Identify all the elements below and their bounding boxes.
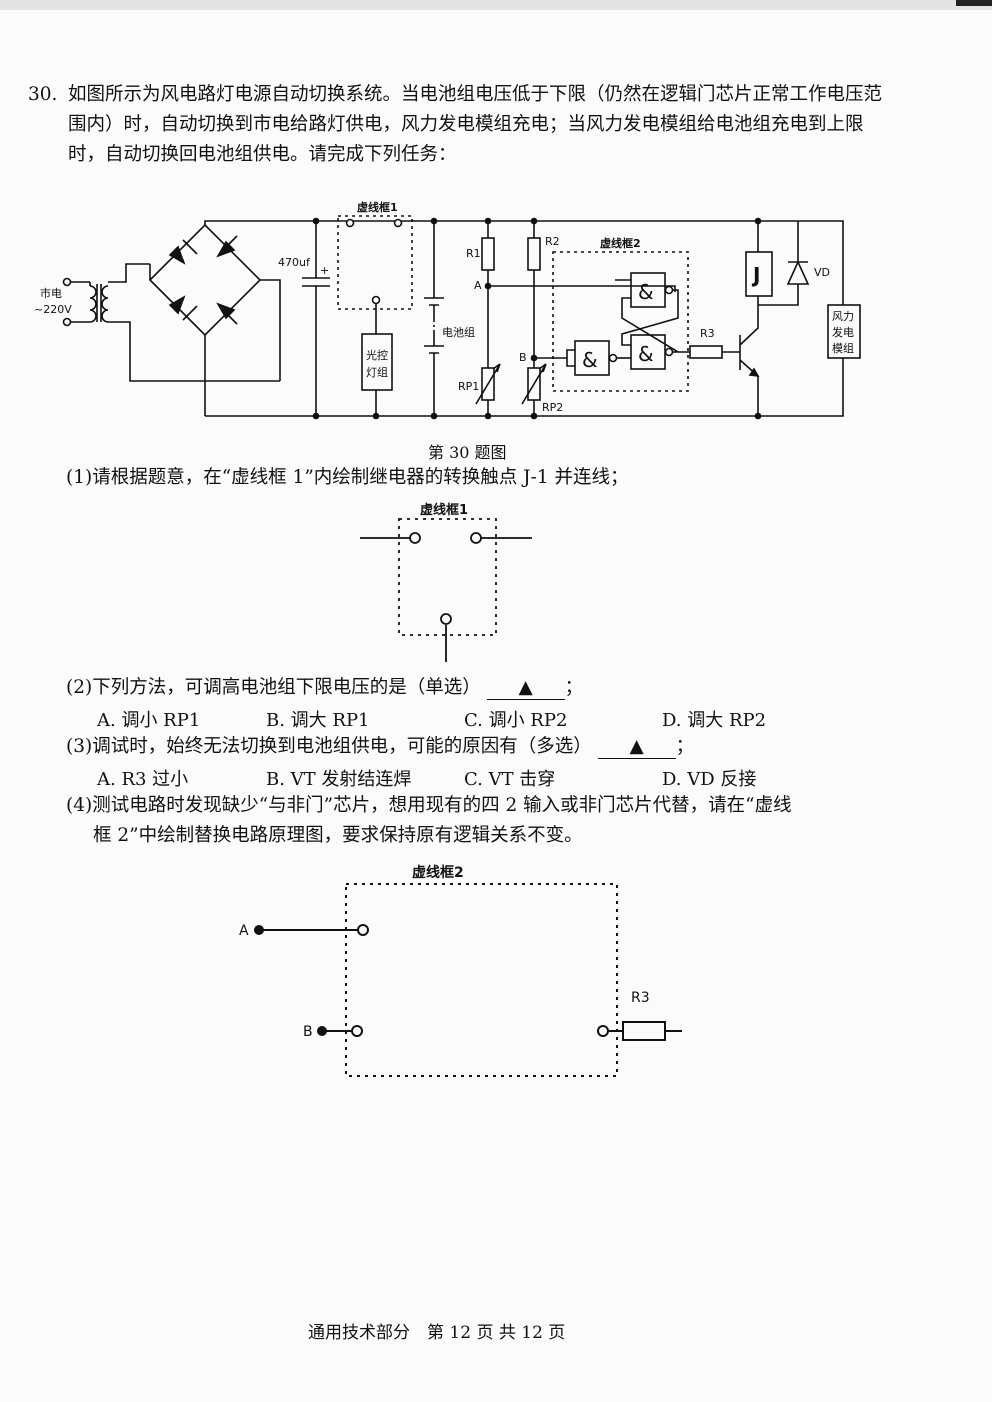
- label-r2: R2: [545, 235, 560, 248]
- part3-option-d: D. VD 反接: [662, 769, 757, 790]
- part4-label-a: A: [239, 923, 249, 939]
- diode-vd: [786, 260, 810, 285]
- label-wind-1: 风力: [832, 310, 854, 323]
- dashed-box-2: [552, 251, 689, 392]
- label-light-1: 光控: [366, 348, 388, 362]
- label-gate-2: &: [638, 342, 654, 366]
- relay-coil-j: [745, 251, 773, 297]
- part3-option-b: B. VT 发射结连焊: [266, 769, 412, 790]
- figure-caption: 第 30 题图: [428, 443, 507, 462]
- part1-text: (1)请根据题意，在“虚线框 1”内绘制继电器的转换触点 J-1 并连线；: [66, 467, 629, 488]
- label-rp1: RP1: [458, 380, 479, 393]
- label-b: B: [519, 351, 527, 364]
- part2-answer-blank[interactable]: ▲: [486, 677, 565, 700]
- transistor-vt: [739, 305, 760, 416]
- transformer-symbol: [62, 263, 280, 382]
- label-gate-3: &: [582, 348, 598, 372]
- part3-text: (3)调试时，始终无法切换到电池组供电，可能的原因有（多选）: [66, 736, 592, 757]
- dashed-box-1: [337, 215, 413, 310]
- part4-r3-resistor: [622, 1021, 666, 1041]
- label-mains: 市电: [40, 286, 62, 300]
- battery-symbol: [424, 221, 444, 416]
- scan-corner-mark: [956, 0, 992, 6]
- label-a: A: [474, 279, 482, 292]
- label-vd: VD: [814, 266, 830, 279]
- label-r3: R3: [700, 327, 715, 340]
- label-cap-plus: +: [320, 264, 329, 277]
- question-text: 如图所示为风电路灯电源自动切换系统。当电池组电压低于下限（仍然在逻辑门芯片正常工…: [68, 84, 883, 165]
- page-footer: 通用技术部分 第 12 页 共 12 页: [308, 1323, 566, 1343]
- part2-text: (2)下列方法，可调高电池组下限电压的是（单选）: [66, 677, 481, 698]
- label-light-2: 灯组: [366, 365, 388, 379]
- part2-option-d: D. 调大 RP2: [662, 710, 767, 731]
- part4-text-line1: (4)测试电路时发现缺少“与非门”芯片，想用现有的四 2 输入或非门芯片代替，请…: [66, 795, 792, 816]
- label-box2: 虚线框2: [600, 236, 641, 250]
- ground-rail: [205, 358, 844, 417]
- part2-question: (2)下列方法，可调高电池组下限电压的是（单选） ▲；: [66, 677, 584, 700]
- part4-box-label: 虚线框2: [412, 864, 464, 881]
- label-capacitor: 470uf: [278, 256, 311, 269]
- part2-option-c: C. 调小 RP2: [464, 710, 568, 731]
- rp1-potentiometer: [481, 367, 495, 401]
- part3-option-a: A. R3 过小: [97, 769, 189, 790]
- part3-answer-blank[interactable]: ▲: [597, 736, 676, 759]
- part4-box-diagram: 虚线框2 A B R3: [239, 864, 682, 1077]
- part4-label-b: B: [303, 1024, 313, 1040]
- bridge-rectifier: [148, 220, 844, 416]
- label-relay-j: J: [751, 263, 760, 287]
- part3-option-c: C. VT 击穿: [464, 769, 556, 790]
- light-group-box: [361, 333, 393, 391]
- part2-option-b: B. 调大 RP1: [266, 710, 370, 731]
- label-mains-voltage: ~220V: [34, 303, 72, 316]
- part2-option-a: A. 调小 RP1: [97, 710, 201, 731]
- scan-top-band: [0, 0, 992, 10]
- label-r1: R1: [466, 247, 481, 260]
- part3-question: (3)调试时，始终无法切换到电池组供电，可能的原因有（多选） ▲；: [66, 736, 695, 759]
- capacitor-470uf: [302, 221, 330, 416]
- r3-resistor: [689, 345, 723, 359]
- label-rp2: RP2: [542, 401, 563, 414]
- label-battery: 电池组: [442, 325, 475, 339]
- label-wind-3: 模组: [832, 341, 854, 355]
- label-box1: 虚线框1: [357, 200, 398, 214]
- part4-text-line2: 框 2”中绘制替换电路原理图，要求保持原有逻辑关系不变。: [93, 825, 583, 846]
- rp2-potentiometer: [527, 367, 541, 401]
- label-gate-1: &: [638, 280, 654, 304]
- r2-resistor: [527, 237, 541, 271]
- part4-label-r3: R3: [631, 990, 650, 1006]
- label-wind-2: 发电: [832, 325, 854, 339]
- wind-generator-module: [827, 304, 861, 359]
- r1-resistor: [481, 237, 495, 271]
- part1-box-label: 虚线框1: [420, 502, 468, 518]
- question-number: 30.: [28, 84, 58, 105]
- circuit-diagram: 市电 ~220V 470uf + 虚线框1 光控 灯组 电池组 R1 R2 A …: [34, 200, 861, 420]
- part1-box-diagram: 虚线框1: [360, 502, 532, 662]
